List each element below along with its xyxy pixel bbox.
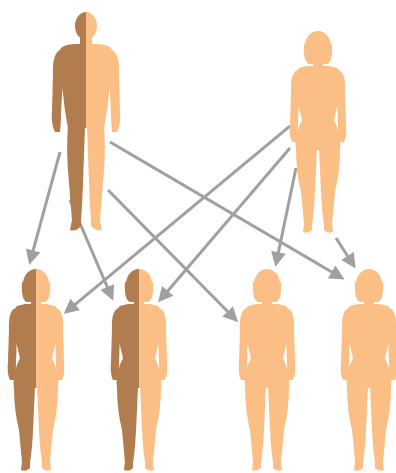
arrow-father-to-child-1 bbox=[30, 152, 60, 262]
child-2-figure bbox=[111, 269, 168, 471]
child-4-figure bbox=[341, 269, 396, 471]
mother-figure bbox=[290, 31, 347, 233]
arrow-father-to-child-3 bbox=[108, 190, 236, 320]
father-figure bbox=[52, 12, 120, 231]
arrow-mother-to-child-4 bbox=[336, 238, 354, 266]
child-1-figure bbox=[8, 269, 65, 471]
child-3-figure bbox=[239, 269, 296, 471]
